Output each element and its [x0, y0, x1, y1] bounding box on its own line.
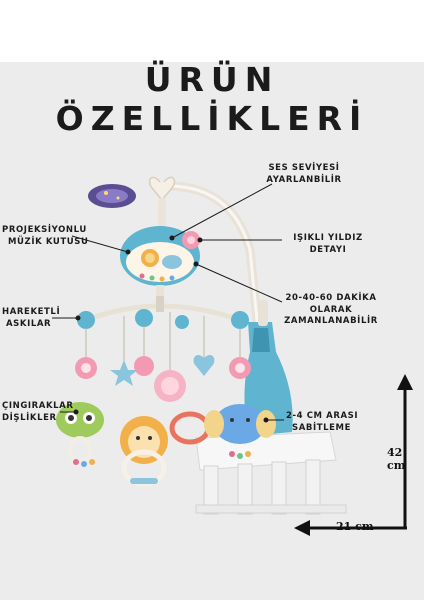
projection-image	[88, 184, 136, 208]
height-dimension: 42 cm	[387, 446, 406, 472]
label-timer-line2: OLARAK	[309, 304, 353, 315]
heart-top	[148, 176, 176, 228]
height-arrow	[397, 374, 413, 528]
label-volume-line1: SES SEVİYESİ	[268, 163, 340, 173]
label-star: IŞIKLI YILDIZ DETAYI	[278, 233, 378, 256]
lit-star	[182, 231, 200, 249]
crib-rail	[195, 431, 347, 515]
label-rattles-line2: DİŞLİKLER	[2, 412, 57, 423]
music-box	[120, 226, 200, 297]
label-rattles-line1: ÇINGIRAKLAR	[2, 401, 74, 411]
label-star-line2: DETAYI	[309, 244, 347, 255]
leader-lines	[52, 183, 284, 423]
hanging-toys	[75, 355, 251, 402]
label-mount-line1: 2-4 CM ARASI	[286, 411, 359, 421]
label-projector: PROJEKSİYONLU MÜZİK KUTUSU	[2, 225, 112, 248]
label-timer-line1: 20-40-60 DAKİKA	[285, 293, 377, 303]
top-strip	[0, 0, 424, 62]
hanging-strings	[85, 312, 241, 372]
label-hangers-line2: ASKILAR	[6, 318, 52, 329]
mobile-arm	[163, 181, 263, 335]
label-rattles: ÇINGIRAKLAR DİŞLİKLER	[2, 401, 78, 424]
label-hangers: HAREKETLİ ASKILAR	[2, 307, 62, 330]
teether-ring	[169, 411, 211, 445]
label-timer: 20-40-60 DAKİKA OLARAK ZAMANLANABİLİR	[270, 293, 392, 328]
label-projector-line2: MÜZİK KUTUSU	[8, 236, 89, 247]
label-timer-line3: ZAMANLANABİLİR	[284, 316, 378, 326]
label-volume: SES SEVİYESİ AYARLANBİLİR	[250, 163, 358, 186]
label-hangers-line1: HAREKETLİ	[2, 307, 61, 317]
hanger-bar	[77, 296, 249, 329]
label-volume-line2: AYARLANBİLİR	[266, 174, 342, 185]
rattle-elephant	[204, 404, 276, 459]
rattle-green-owl	[56, 402, 104, 467]
rattle-lion	[120, 416, 168, 487]
label-star-line1: IŞIKLI YILDIZ	[293, 233, 363, 243]
width-dimension: 21 cm	[336, 520, 374, 533]
mount-base	[244, 300, 293, 436]
label-projector-line1: PROJEKSİYONLU	[2, 225, 87, 235]
width-arrow	[294, 520, 407, 536]
page-title: ÜRÜN ÖZELLİKLERİ	[55, 60, 369, 138]
label-mount-line2: SABİTLEME	[292, 422, 352, 433]
label-mount: 2-4 CM ARASI SABİTLEME	[286, 411, 370, 434]
